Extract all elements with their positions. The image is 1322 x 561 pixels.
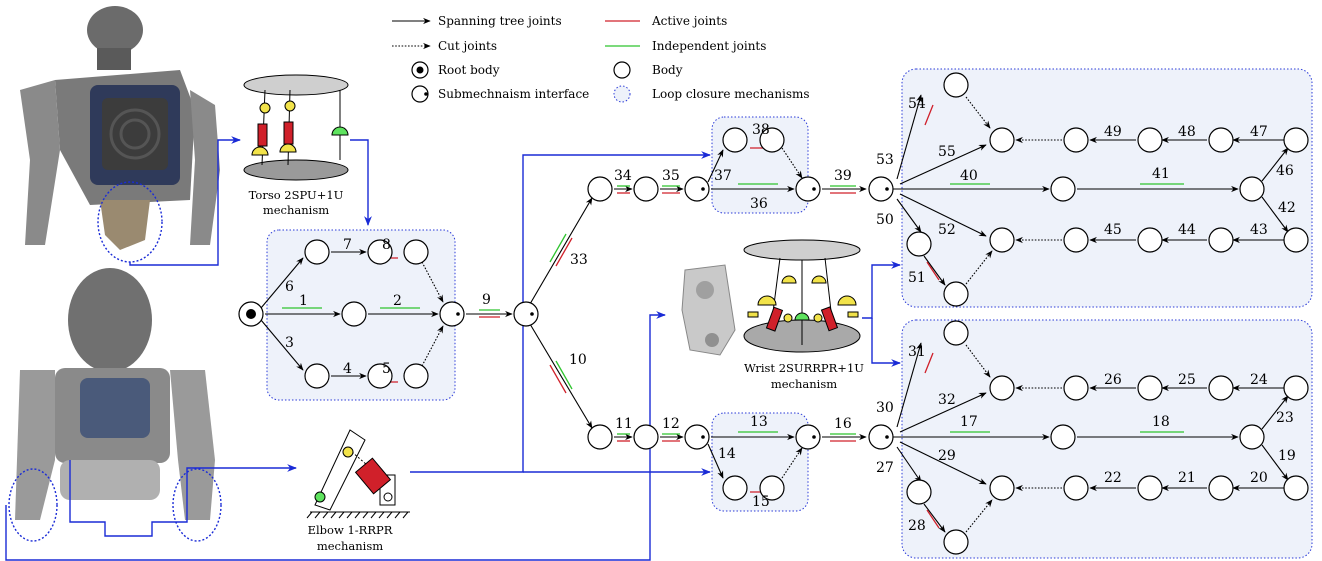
legend-spanning-label: Spanning tree joints — [438, 14, 562, 28]
joint-label-42: 42 — [1278, 200, 1296, 216]
joint-label-21: 21 — [1178, 470, 1196, 486]
legend-independent-label: Independent joints — [652, 39, 766, 53]
joint-label-13: 13 — [750, 414, 768, 430]
joint-label-9: 9 — [482, 292, 491, 308]
joint-label-17: 17 — [960, 414, 978, 430]
joint-label-12: 12 — [662, 416, 680, 432]
torso-caption-line1: Torso 2SPU+1U — [249, 188, 344, 202]
joint-label-43: 43 — [1250, 222, 1268, 238]
joint-label-11: 11 — [615, 416, 633, 432]
torso-mechanism-drawing — [244, 75, 348, 180]
joint-label-27: 27 — [876, 460, 894, 476]
joint-label-38: 38 — [752, 122, 770, 138]
joint-label-55: 55 — [938, 144, 956, 160]
joint-label-14: 14 — [718, 446, 736, 462]
joint-label-41: 41 — [1152, 166, 1170, 182]
joint-label-19: 19 — [1278, 448, 1296, 464]
joint-label-1: 1 — [299, 293, 308, 309]
joint-label-40: 40 — [960, 168, 978, 184]
legend-cut-label: Cut joints — [438, 39, 497, 53]
joint-label-54: 54 — [908, 96, 926, 112]
joint-label-18: 18 — [1152, 414, 1170, 430]
joint-label-10: 10 — [569, 352, 587, 368]
joint-label-33: 33 — [570, 252, 588, 268]
joint-label-35: 35 — [662, 168, 680, 184]
joint-label-46: 46 — [1276, 163, 1294, 179]
legend-active-label: Active joints — [651, 14, 727, 28]
joint-label-26: 26 — [1104, 372, 1122, 388]
joint-label-23: 23 — [1276, 410, 1294, 426]
joint-label-25: 25 — [1178, 372, 1196, 388]
elbow-mechanism-drawing — [307, 430, 410, 518]
joint-label-24: 24 — [1250, 372, 1268, 388]
joint-label-3: 3 — [285, 335, 294, 351]
joint-label-50: 50 — [876, 212, 894, 228]
joint-label-31: 31 — [908, 344, 926, 360]
joint-label-22: 22 — [1104, 470, 1122, 486]
wrist-device-image — [682, 265, 735, 355]
joint-label-39: 39 — [834, 168, 852, 184]
joint-label-34: 34 — [614, 168, 632, 184]
joint-label-51: 51 — [908, 270, 926, 286]
robot-upper-body-image — [20, 6, 220, 262]
legend: Spanning tree joints Cut joints Root bod… — [392, 14, 810, 102]
wrist-caption-line1: Wrist 2SURRPR+1U — [744, 361, 864, 375]
legend-loop-label: Loop closure mechanisms — [652, 87, 810, 101]
joint-label-45: 45 — [1104, 222, 1122, 238]
wrist-caption-line2: mechanism — [771, 377, 837, 391]
joint-label-47: 47 — [1250, 124, 1268, 140]
joint-label-7: 7 — [343, 237, 352, 253]
robot-full-upper-image — [9, 268, 221, 541]
joint-label-2: 2 — [393, 293, 402, 309]
joint-label-29: 29 — [938, 448, 956, 464]
elbow-caption-line2: mechanism — [317, 539, 383, 553]
legend-body-label: Body — [652, 63, 683, 77]
joint-label-48: 48 — [1178, 124, 1196, 140]
joint-label-15: 15 — [752, 494, 770, 510]
joint-label-20: 20 — [1250, 470, 1268, 486]
legend-root-label: Root body — [438, 63, 500, 77]
joint-label-36: 36 — [750, 196, 768, 212]
joint-label-4: 4 — [343, 361, 352, 377]
joint-label-49: 49 — [1104, 124, 1122, 140]
joint-label-44: 44 — [1178, 222, 1196, 238]
joint-label-8: 8 — [382, 237, 391, 253]
legend-interface-label: Submechnaism interface — [438, 87, 589, 101]
joint-label-52: 52 — [938, 222, 956, 238]
wrist-mechanism-drawing — [744, 240, 860, 352]
joint-label-28: 28 — [908, 518, 926, 534]
elbow-caption-line1: Elbow 1-RRPR — [308, 523, 393, 537]
joint-label-53: 53 — [876, 152, 894, 168]
joint-label-30: 30 — [876, 400, 894, 416]
joint-label-5: 5 — [382, 361, 391, 377]
joint-label-32: 32 — [938, 392, 956, 408]
legend-body-icon — [614, 62, 630, 78]
torso-caption-line2: mechanism — [263, 203, 329, 217]
joint-label-37: 37 — [714, 168, 732, 184]
joint-label-16: 16 — [834, 416, 852, 432]
joint-label-6: 6 — [285, 279, 294, 295]
legend-loop-icon — [614, 86, 630, 102]
